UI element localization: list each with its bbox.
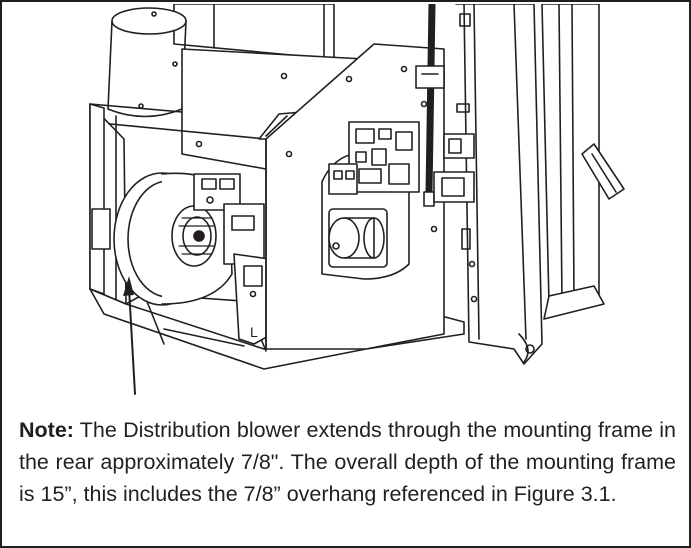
control-board	[328, 121, 420, 195]
motor-fins	[178, 217, 215, 255]
lower-bracket: L	[233, 253, 273, 345]
pointer-arrow	[123, 276, 136, 395]
note-paragraph: Note: The Distribution blower extends th…	[19, 414, 676, 510]
side-door-panels	[541, 4, 625, 320]
distribution-blower	[113, 172, 265, 306]
right-mounting-rail	[433, 4, 543, 365]
sensor-cable	[415, 4, 445, 207]
exhaust-pipe	[107, 7, 187, 118]
note-text: The Distribution blower extends through …	[19, 418, 676, 506]
note-label: Note:	[19, 418, 74, 442]
combustion-damper	[328, 208, 388, 268]
blower-assembly-illustration: L	[89, 4, 625, 395]
frame-letter: L	[250, 324, 258, 340]
door-latch	[433, 133, 475, 203]
